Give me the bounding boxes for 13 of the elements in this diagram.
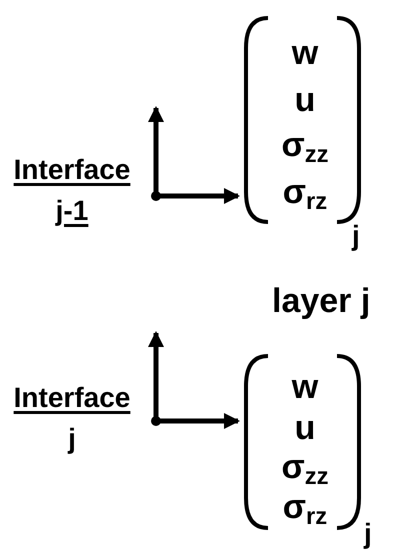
vector-component: w — [290, 370, 320, 404]
interface-label: Interface j — [12, 381, 132, 456]
vector-component: u — [294, 83, 316, 117]
subscript-index: j — [352, 222, 360, 250]
vector-component: w — [290, 36, 320, 70]
vector-component: σ$_{zz}$ — [280, 450, 330, 489]
vector-component: σ$_{rz}$ — [282, 490, 328, 529]
vector-component: σ$_{zz}$ — [280, 128, 330, 167]
subscript-index: j — [364, 520, 372, 548]
interface-label: Interface j-1 — [12, 153, 132, 228]
layer-label: layer j — [272, 284, 370, 318]
vector-component: u — [294, 411, 316, 445]
vector-component: σ$_{rz}$ — [282, 175, 328, 214]
